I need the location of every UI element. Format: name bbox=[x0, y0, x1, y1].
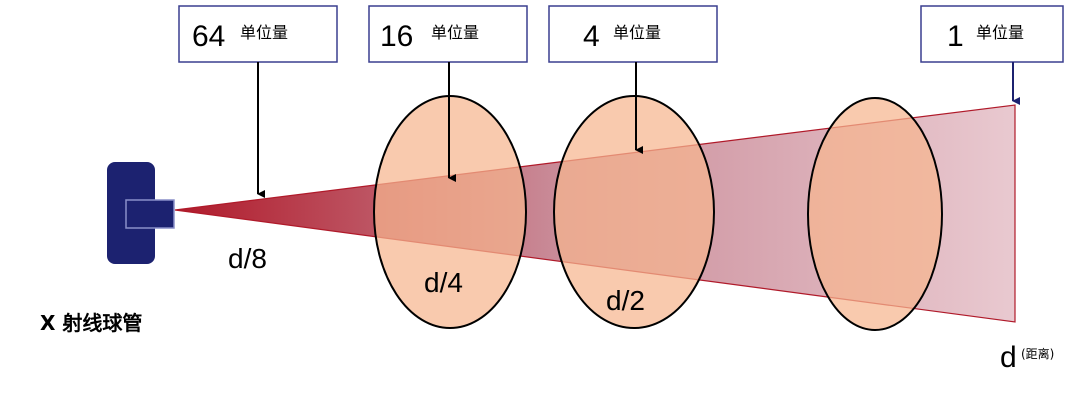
distance-label-d2: d/2 bbox=[606, 285, 645, 316]
pointer-lines bbox=[257, 62, 1020, 198]
xray-tube-icon bbox=[107, 162, 175, 264]
label-number: 1 bbox=[947, 20, 964, 53]
label-box-64: 64 单位量 bbox=[178, 5, 338, 63]
label-box-4: 4 单位量 bbox=[548, 5, 718, 63]
label-unit: 单位量 bbox=[240, 23, 288, 42]
label-box-1: 1 单位量 bbox=[920, 5, 1064, 63]
label-unit: 单位量 bbox=[431, 23, 479, 42]
label-number: 16 bbox=[380, 20, 413, 53]
label-number: 4 bbox=[583, 20, 600, 53]
cross-section-d2 bbox=[553, 95, 715, 329]
label-box-16: 16 单位量 bbox=[368, 5, 528, 63]
label-number: 64 bbox=[192, 20, 225, 53]
label-unit: 单位量 bbox=[976, 23, 1024, 42]
distance-axis-symbol: d bbox=[1000, 341, 1017, 374]
distance-axis-note: (距离) bbox=[1021, 346, 1054, 361]
distance-label-d4: d/4 bbox=[424, 267, 463, 298]
label-unit: 单位量 bbox=[613, 23, 661, 42]
beam-cross-sections bbox=[373, 95, 943, 331]
cross-section-d bbox=[807, 97, 943, 331]
xray-tube-label: X 射线球管 bbox=[40, 311, 142, 335]
distance-label-d8: d/8 bbox=[228, 243, 267, 274]
